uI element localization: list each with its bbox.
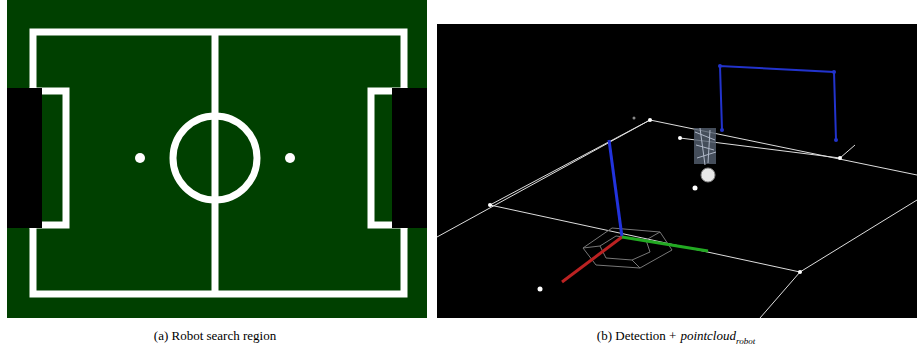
caption-subscript: robot	[736, 336, 755, 346]
field-map	[7, 0, 427, 318]
figure-caption: (b) Detection +pointcloudrobot	[597, 328, 755, 346]
caption-text: (a) Robot search region	[154, 328, 276, 343]
detection-view	[437, 24, 917, 318]
figure-caption: (a) Robot search region	[154, 328, 276, 344]
caption-text: (b) Detection +	[597, 328, 677, 343]
caption-text: pointcloud	[680, 328, 736, 343]
robot-pointcloud	[694, 128, 716, 165]
